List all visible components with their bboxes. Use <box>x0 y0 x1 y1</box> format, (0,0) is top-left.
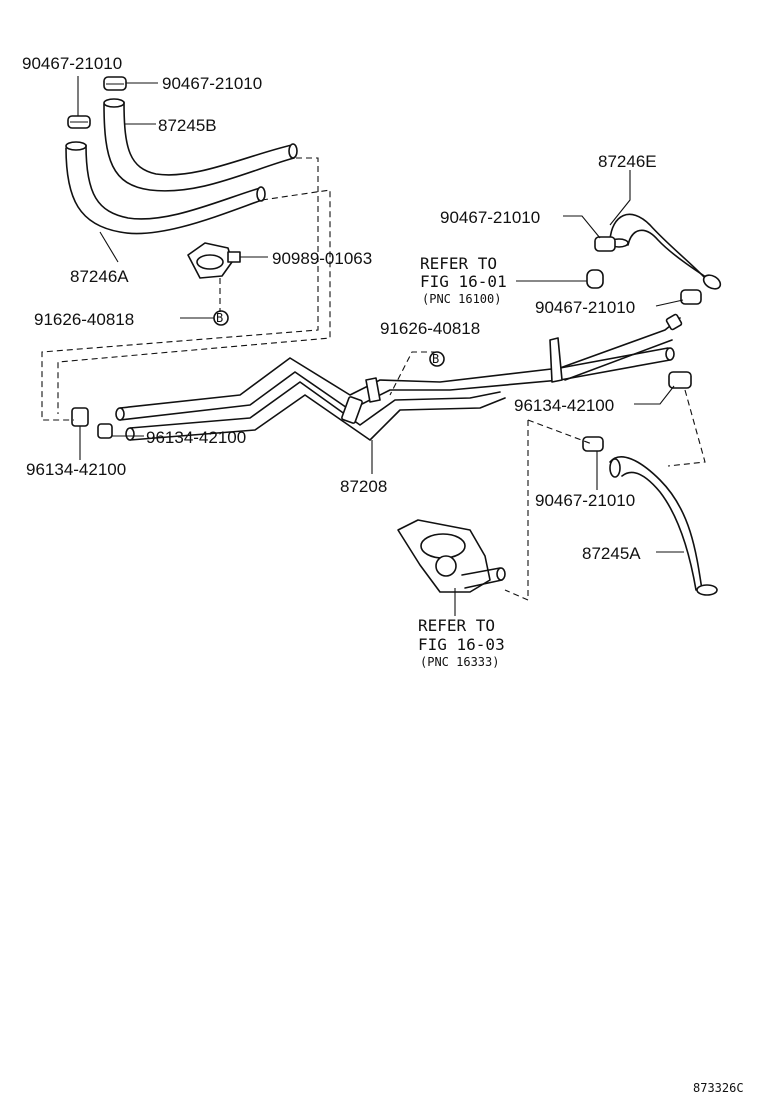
callout-87246e: 87246E <box>598 152 657 171</box>
clamp-90467-left[interactable] <box>67 115 91 129</box>
refer-bottom-line1: REFER TO <box>418 616 495 635</box>
valve-body-16-03[interactable] <box>397 519 506 593</box>
pipe-87208[interactable] <box>115 313 683 441</box>
refer-bottom-line2: FIG 16-03 <box>418 635 505 654</box>
bolt-91626-left[interactable]: B <box>213 310 229 326</box>
clamp-96134-pipe[interactable] <box>97 423 113 439</box>
callout-90467-21010-d: 90467-21010 <box>535 298 635 317</box>
clamp-90467-87245a[interactable] <box>582 436 604 452</box>
refer-top-line1: REFER TO <box>420 254 497 273</box>
callout-90467-21010-a: 90467-21010 <box>22 54 122 73</box>
clamp-96134-left[interactable] <box>71 407 89 427</box>
callout-96134-42100-b: 96134-42100 <box>146 428 246 447</box>
clamp-90467-87246e-top[interactable] <box>594 236 616 252</box>
bolt-91626-right[interactable]: B <box>429 351 445 367</box>
dashed-connectors <box>41 157 706 601</box>
hose-87245a[interactable] <box>609 456 718 596</box>
clamp-96134-right[interactable] <box>668 371 692 389</box>
callout-90989-01063: 90989-01063 <box>272 249 372 268</box>
clamp-90467-87246e-bottom[interactable] <box>680 289 702 305</box>
callout-91626-40818-b: 91626-40818 <box>380 319 480 338</box>
hose-87246e[interactable] <box>609 213 723 291</box>
svg-text:B: B <box>216 311 223 325</box>
clamp-90467-top[interactable] <box>103 76 127 91</box>
refer-fitting-16-01[interactable] <box>586 269 604 289</box>
svg-text:B: B <box>432 352 439 366</box>
refer-note-16-03: REFER TO FIG 16-03 (PNC 16333) <box>418 616 505 669</box>
leader-lines <box>77 76 684 616</box>
refer-bottom-line3: (PNC 16333) <box>420 655 499 669</box>
figure-id: 873326C <box>693 1081 744 1095</box>
callout-91626-40818-a: 91626-40818 <box>34 310 134 329</box>
callout-96134-42100-a: 96134-42100 <box>514 396 614 415</box>
hose-87245b[interactable] <box>103 98 298 192</box>
bracket-90989-01063[interactable] <box>187 242 241 279</box>
refer-top-line3: (PNC 16100) <box>422 292 501 306</box>
hose-87246a[interactable] <box>65 141 266 235</box>
callout-96134-42100-c: 96134-42100 <box>26 460 126 479</box>
refer-note-16-01: REFER TO FIG 16-01 (PNC 16100) <box>420 254 507 306</box>
callout-87208: 87208 <box>340 477 387 496</box>
callout-87245a: 87245A <box>582 544 641 563</box>
callout-87245b: 87245B <box>158 116 217 135</box>
callout-90467-21010-e: 90467-21010 <box>535 491 635 510</box>
callout-87246a: 87246A <box>70 267 129 286</box>
refer-top-line2: FIG 16-01 <box>420 272 507 291</box>
callout-90467-21010-c: 90467-21010 <box>440 208 540 227</box>
callout-90467-21010-b: 90467-21010 <box>162 74 262 93</box>
